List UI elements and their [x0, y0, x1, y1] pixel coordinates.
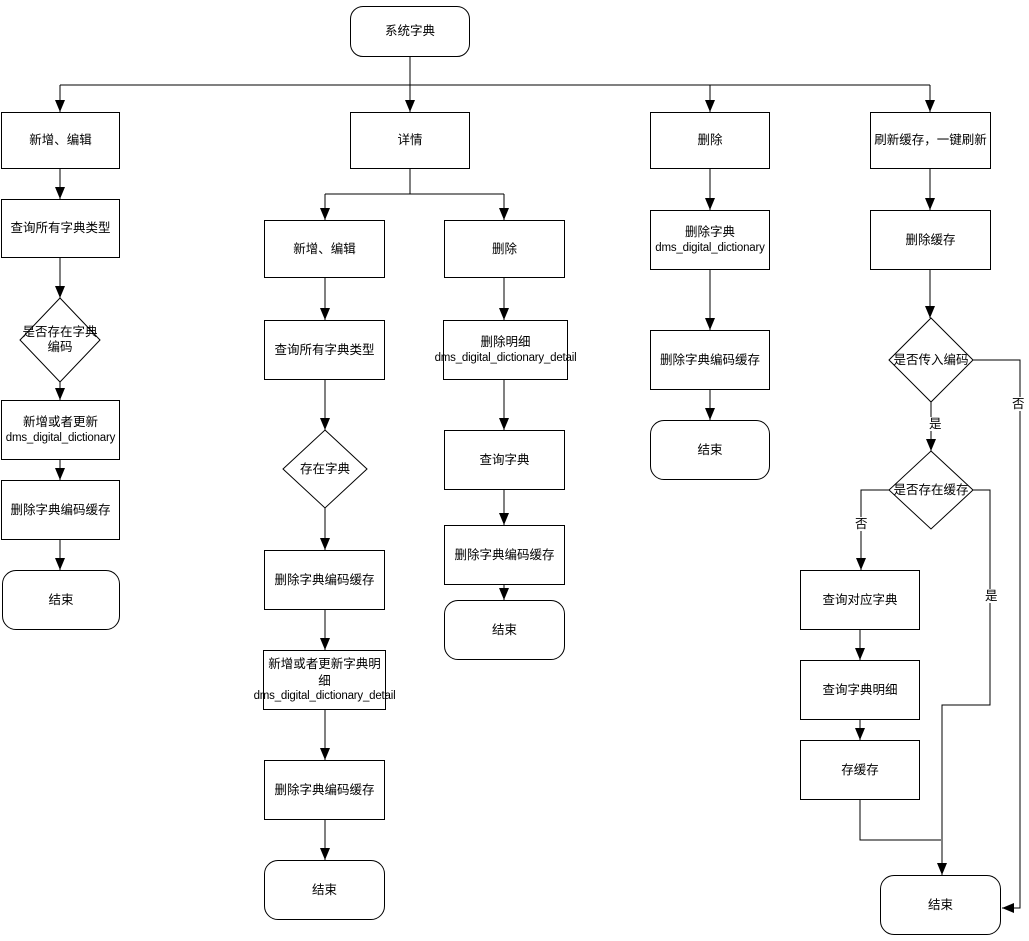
node-c4-del-cache-label: 删除缓存 [905, 232, 956, 247]
node-c2-end-right: 结束 [444, 600, 565, 660]
edge-label-code-no: 否 [1011, 397, 1026, 411]
node-c2-query-types: 查询所有字典类型 [264, 320, 385, 380]
node-c2-query-dict: 查询字典 [444, 430, 565, 490]
node-c2-del-detail: 删除明细 dms_digital_dictionary_detail [435, 320, 577, 380]
node-c2-end-left: 结束 [264, 860, 385, 920]
node-c4-save-cache: 存缓存 [800, 740, 920, 800]
node-c4-save-cache-label: 存缓存 [841, 762, 879, 777]
node-c2-add-edit-label: 新增、编辑 [293, 241, 356, 256]
edge-label-code-yes: 是 [928, 417, 943, 431]
node-c3-end-label: 结束 [697, 442, 723, 457]
node-c2-delete-label: 删除 [491, 241, 517, 256]
node-c2-upsert-detail: 新增或者更新字典明细 dms_digital_dictionary_detail [254, 650, 396, 710]
node-c3-del-dict-code: dms_digital_dictionary [655, 241, 765, 254]
node-c1-del-cache-label: 删除字典编码缓存 [10, 502, 111, 517]
node-c3-del-cache-label: 删除字典编码缓存 [659, 352, 760, 367]
node-c4-query-detail: 查询字典明细 [800, 660, 920, 720]
node-c2-upsert-detail-code: dms_digital_dictionary_detail [253, 689, 396, 702]
decision-c4-code-shape [888, 317, 974, 403]
node-c1-branch-label: 新增、编辑 [29, 133, 92, 148]
node-c2-end-left-label: 结束 [311, 882, 337, 897]
node-c1-query-types-label: 查询所有字典类型 [10, 221, 111, 236]
node-c4-end: 结束 [880, 875, 1001, 935]
node-c2-query-types-label: 查询所有字典类型 [274, 342, 375, 357]
node-c1-del-cache: 删除字典编码缓存 [1, 480, 120, 540]
node-c1-upsert-label: 新增或者更新 [22, 415, 98, 430]
node-c2-del-cache3-label: 删除字典编码缓存 [454, 547, 555, 562]
node-c1-query-types: 查询所有字典类型 [1, 199, 120, 258]
node-c2-branch-label: 详情 [397, 133, 423, 148]
node-c3-del-cache: 删除字典编码缓存 [650, 330, 770, 390]
decision-c4-cache-shape [888, 450, 974, 530]
node-c2-end-right-label: 结束 [491, 622, 517, 637]
node-c2-del-cache3: 删除字典编码缓存 [444, 525, 565, 585]
node-c1-branch: 新增、编辑 [1, 112, 120, 169]
connector-c4-merge [859, 800, 941, 841]
node-c2-query-dict-label: 查询字典 [479, 452, 530, 467]
node-c4-del-cache: 删除缓存 [870, 210, 991, 270]
node-c2-branch: 详情 [350, 112, 470, 169]
node-c1-upsert-code: dms_digital_dictionary [5, 431, 116, 444]
node-c2-del-cache2: 删除字典编码缓存 [264, 760, 385, 820]
node-c3-branch-label: 删除 [697, 133, 723, 148]
node-c1-upsert: 新增或者更新 dms_digital_dictionary [1, 400, 120, 460]
edge-label-cache-yes: 是 [984, 589, 999, 603]
decision-c2-shape [282, 429, 368, 509]
connector-c4-cache-no [856, 489, 889, 570]
node-c2-del-detail-code: dms_digital_dictionary_detail [434, 351, 577, 364]
node-c4-query-dict-label: 查询对应字典 [822, 592, 898, 607]
node-c2-delete: 删除 [444, 220, 565, 278]
node-c4-query-dict: 查询对应字典 [800, 570, 920, 630]
node-c2-del-cache1: 删除字典编码缓存 [264, 550, 385, 610]
connector-c4-no-right [973, 359, 1021, 913]
node-c4-branch-label: 刷新缓存，一键刷新 [874, 133, 987, 148]
node-c3-del-dict-label: 删除字典 [684, 225, 735, 240]
node-c2-del-detail-label: 删除明细 [480, 335, 531, 350]
node-c2-upsert-detail-label: 新增或者更新字典明细 [268, 657, 381, 688]
node-c2-add-edit: 新增、编辑 [264, 220, 385, 278]
connector-c4-cache-yes [937, 489, 991, 875]
node-c2-del-cache2-label: 删除字典编码缓存 [274, 782, 375, 797]
node-start: 系统字典 [350, 6, 470, 57]
node-c1-end: 结束 [2, 570, 120, 630]
node-start-label: 系统字典 [384, 24, 435, 39]
node-c3-branch: 删除 [650, 112, 770, 169]
node-c3-end: 结束 [650, 420, 770, 480]
edge-label-cache-no: 否 [854, 517, 869, 531]
node-c4-query-detail-label: 查询字典明细 [822, 682, 898, 697]
node-c3-del-dict: 删除字典 dms_digital_dictionary [650, 210, 770, 270]
node-c1-end-label: 结束 [48, 592, 74, 607]
node-c2-del-cache1-label: 删除字典编码缓存 [274, 572, 375, 587]
decision-c1-shape [19, 297, 101, 383]
node-c4-branch: 刷新缓存，一键刷新 [870, 112, 991, 169]
node-c4-end-label: 结束 [927, 897, 953, 912]
